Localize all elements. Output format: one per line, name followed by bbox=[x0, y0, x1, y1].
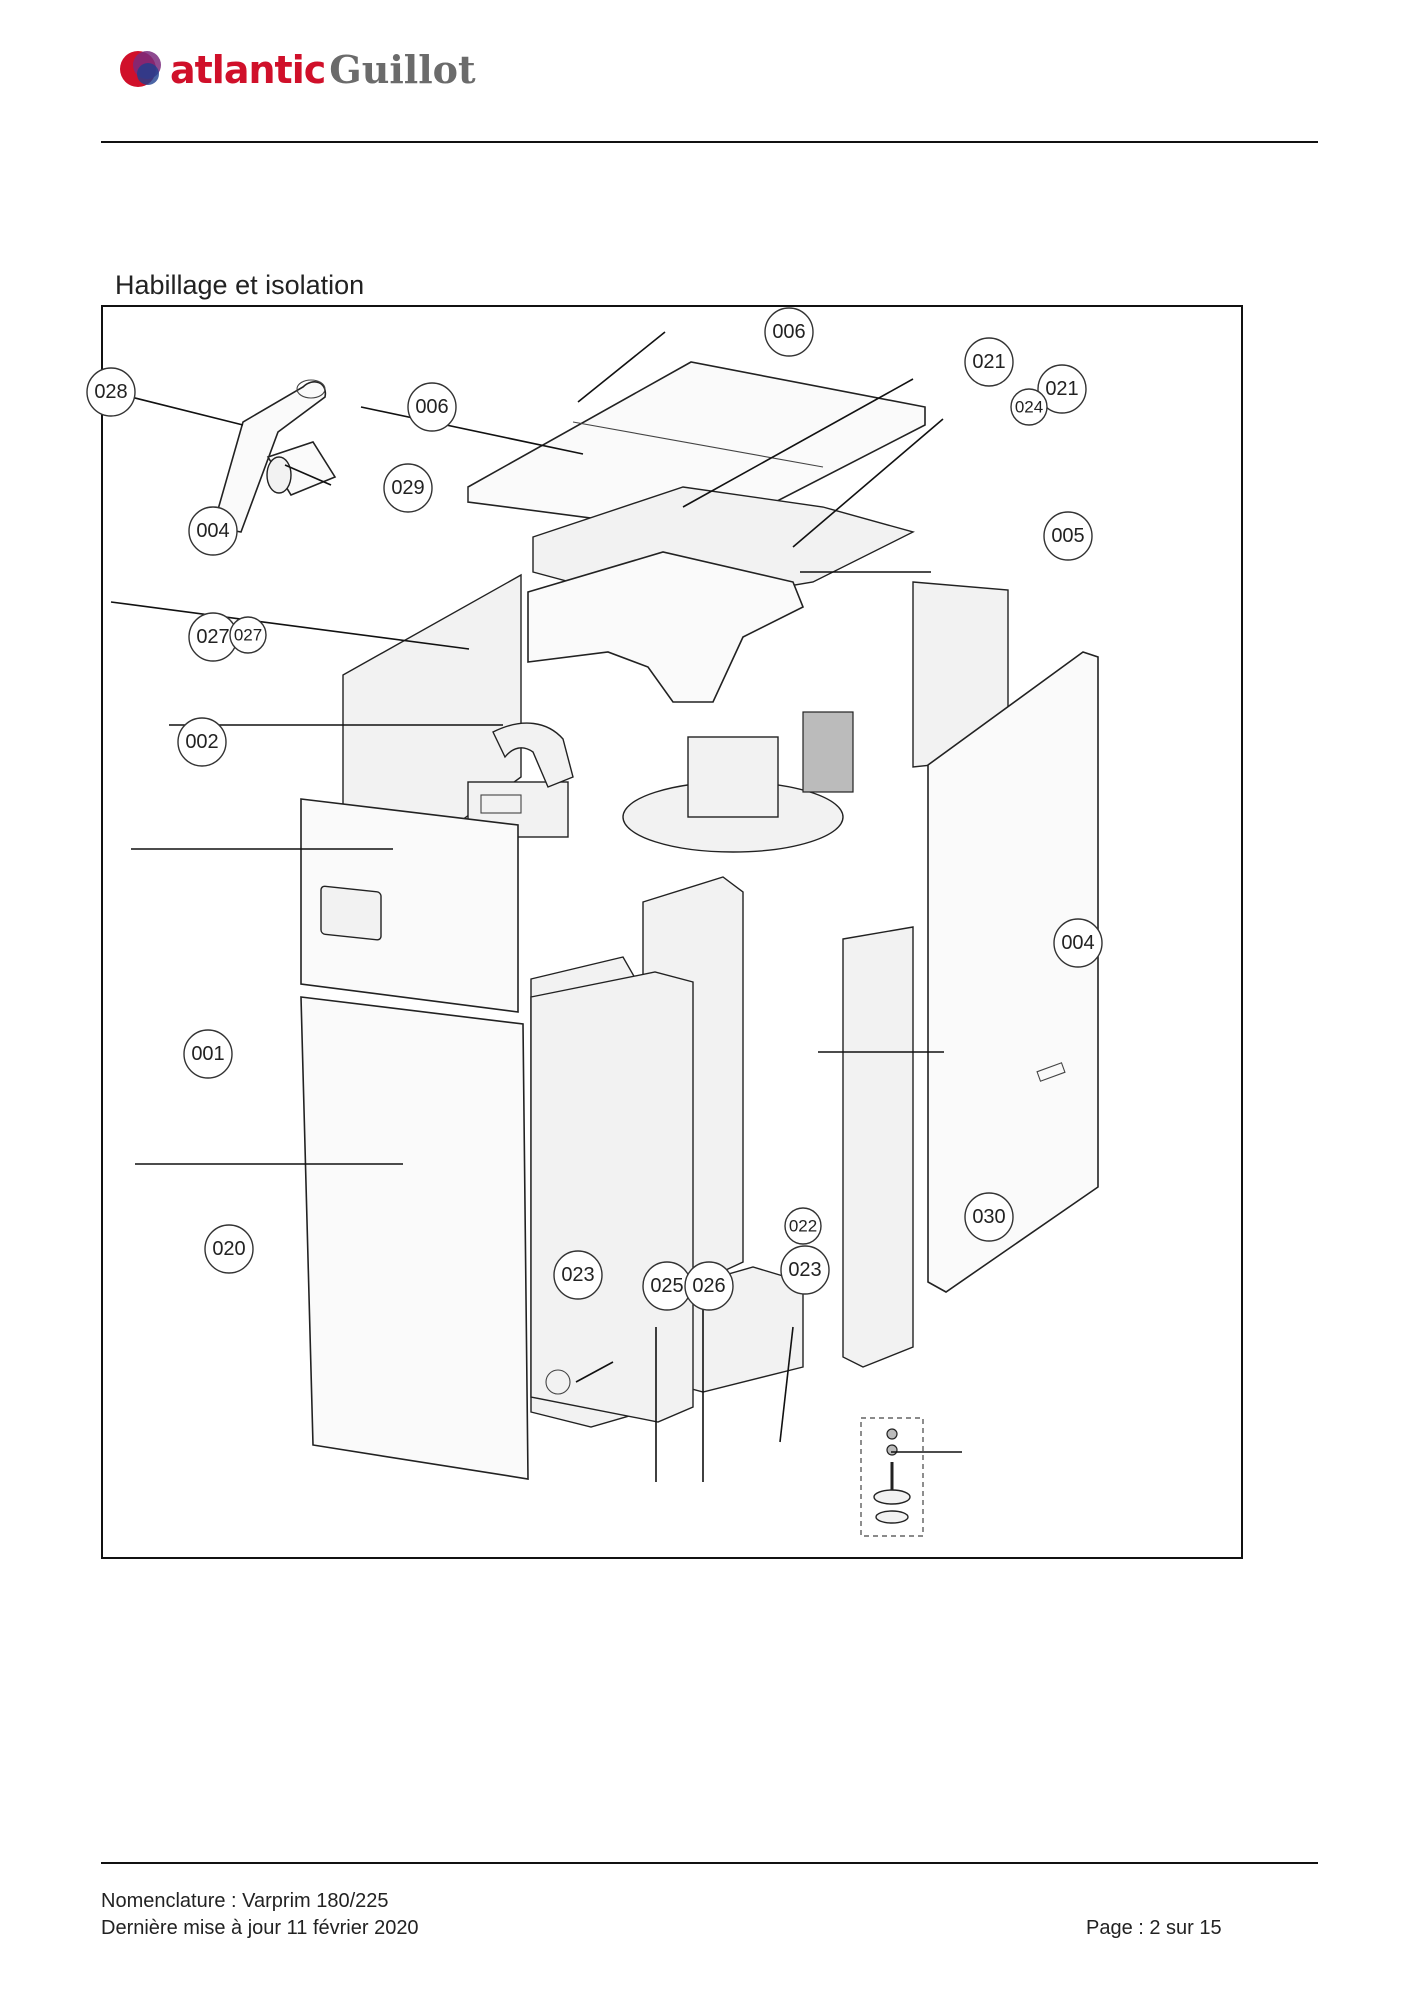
front-insulation bbox=[530, 971, 694, 1423]
callout-021-right: 021 bbox=[1037, 364, 1087, 414]
callout-023-right: 023 bbox=[780, 1245, 830, 1295]
boiler-exploded-view: 028 006 006 021 021 024 029 004 005 027 … bbox=[86, 307, 1103, 1537]
footer-update-date: Dernière mise à jour 11 février 2020 bbox=[101, 1917, 419, 1939]
section-title: Habillage et isolation bbox=[115, 270, 365, 300]
callout-006-left: 006 bbox=[407, 382, 457, 432]
footer-page-number: Page : 2 sur 15 bbox=[1086, 1917, 1222, 1939]
header-divider bbox=[101, 141, 1318, 143]
footer-nomenclature: Nomenclature : Varprim 180/225 bbox=[101, 1890, 389, 1912]
callout-004-right: 004 bbox=[1053, 918, 1103, 968]
front-panel-window bbox=[320, 885, 382, 941]
inlet-pipe bbox=[492, 722, 574, 788]
callout-026: 026 bbox=[684, 1261, 734, 1311]
foot-washer bbox=[886, 1444, 898, 1456]
callout-025: 025 bbox=[642, 1261, 692, 1311]
svg-text:005: 005 bbox=[1051, 525, 1084, 547]
svg-text:027: 027 bbox=[234, 626, 262, 645]
callout-005: 005 bbox=[1043, 511, 1093, 561]
logo-text-guillot: Guillot bbox=[329, 47, 476, 92]
callout-027-inner: 027 bbox=[229, 616, 267, 654]
svg-text:021: 021 bbox=[1045, 378, 1078, 400]
callout-023-left: 023 bbox=[553, 1250, 603, 1300]
svg-text:023: 023 bbox=[561, 1264, 594, 1286]
callout-028: 028 bbox=[86, 367, 136, 417]
right-insulation bbox=[842, 926, 914, 1368]
svg-text:026: 026 bbox=[692, 1275, 725, 1297]
exploded-diagram-frame: 028 006 006 021 021 024 029 004 005 027 … bbox=[86, 305, 1243, 1559]
right-side-panel bbox=[927, 651, 1099, 1293]
footer-divider bbox=[101, 1862, 1318, 1864]
svg-text:025: 025 bbox=[650, 1275, 683, 1297]
svg-text:006: 006 bbox=[772, 321, 805, 343]
callout-020: 020 bbox=[204, 1224, 254, 1274]
combustion-hood bbox=[527, 551, 805, 703]
foot-assembly-box bbox=[860, 1417, 924, 1537]
foot-base bbox=[873, 1489, 911, 1505]
callout-027-outer: 027 bbox=[188, 612, 238, 662]
callout-006-top: 006 bbox=[764, 307, 814, 357]
svg-text:030: 030 bbox=[972, 1206, 1005, 1228]
front-lower-panel bbox=[300, 996, 529, 1480]
svg-text:028: 028 bbox=[94, 381, 127, 403]
svg-text:020: 020 bbox=[212, 1238, 245, 1260]
callout-022: 022 bbox=[784, 1207, 822, 1245]
front-upper-panel bbox=[300, 798, 519, 1013]
svg-text:021: 021 bbox=[972, 351, 1005, 373]
callout-004-left: 004 bbox=[188, 506, 238, 556]
foot-pad bbox=[875, 1510, 909, 1524]
callout-024: 024 bbox=[1010, 388, 1048, 426]
svg-text:006: 006 bbox=[415, 396, 448, 418]
svg-text:002: 002 bbox=[185, 731, 218, 753]
callout-001: 001 bbox=[183, 1029, 233, 1079]
svg-text:029: 029 bbox=[391, 477, 424, 499]
callout-029: 029 bbox=[383, 463, 433, 513]
svg-text:027: 027 bbox=[196, 626, 229, 648]
callout-030: 030 bbox=[964, 1192, 1014, 1242]
logo-text-atlantic: atlantic bbox=[170, 48, 326, 92]
flue-pipe bbox=[211, 381, 327, 533]
svg-text:004: 004 bbox=[196, 520, 229, 542]
callout-021-top: 021 bbox=[964, 337, 1014, 387]
svg-text:004: 004 bbox=[1061, 932, 1094, 954]
callout-002: 002 bbox=[177, 717, 227, 767]
svg-text:024: 024 bbox=[1015, 398, 1043, 417]
foot-nut bbox=[886, 1428, 898, 1440]
svg-text:023: 023 bbox=[788, 1259, 821, 1281]
burner-body bbox=[687, 736, 779, 818]
logo-emblem-icon bbox=[120, 51, 161, 87]
svg-text:001: 001 bbox=[191, 1043, 224, 1065]
svg-text:022: 022 bbox=[789, 1217, 817, 1236]
transformer bbox=[802, 711, 854, 793]
